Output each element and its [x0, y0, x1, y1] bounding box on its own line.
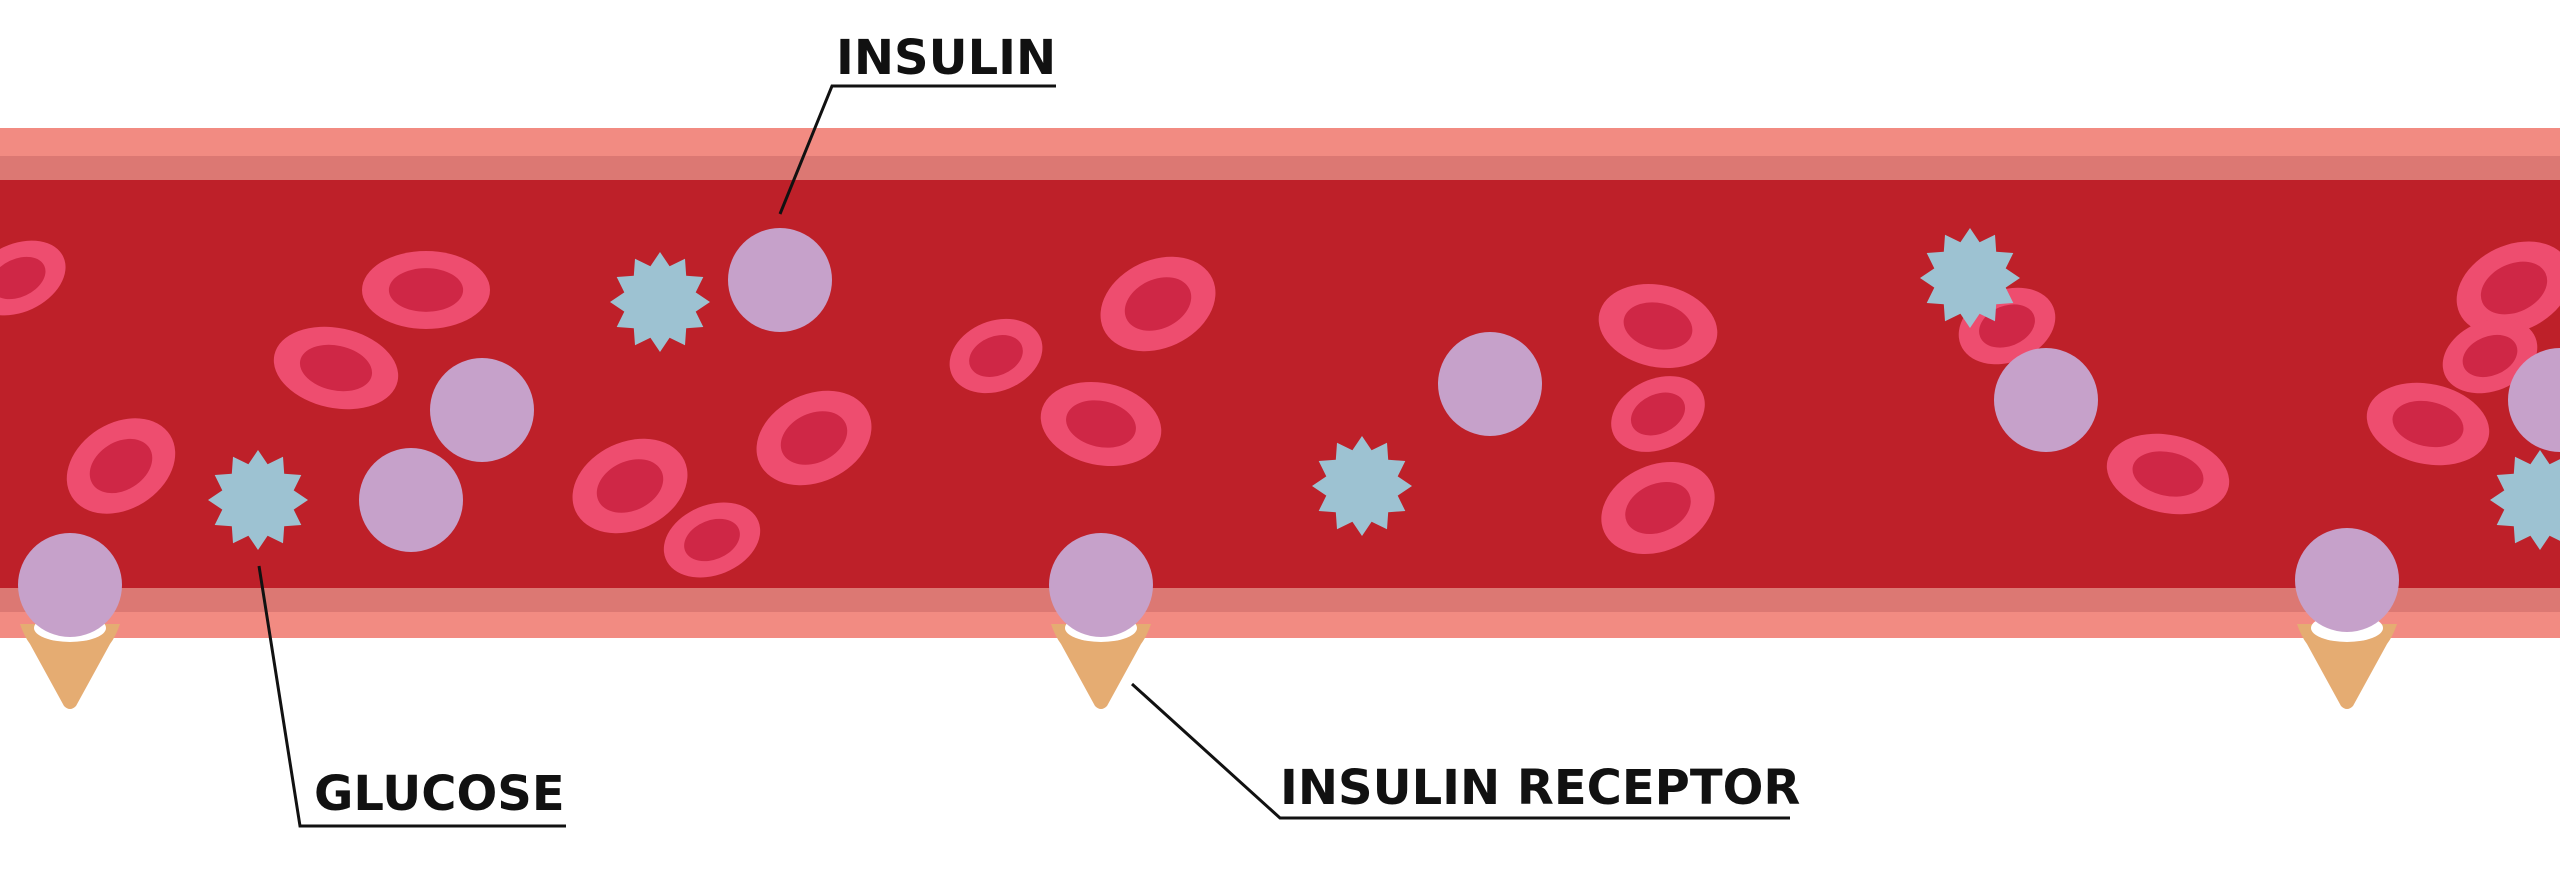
red-blood-cell-icon	[756, 390, 872, 486]
insulin-molecule-icon	[2508, 348, 2560, 452]
red-blood-cell-icon	[1611, 376, 1705, 452]
insulin-molecule-icon	[2295, 528, 2399, 632]
red-blood-cell-icon	[1598, 284, 1718, 368]
insulin-molecule-icon	[18, 533, 122, 637]
red-blood-cell-icon	[2106, 433, 2230, 515]
glucose-molecules	[208, 228, 2560, 550]
glucose-label: GLUCOSE	[314, 766, 565, 822]
glucose-molecule-icon	[610, 252, 710, 352]
insulin-receptor-leader-line	[1130, 682, 1790, 820]
red-blood-cell-icon	[66, 418, 176, 514]
leader-lines	[257, 84, 1790, 828]
red-blood-cell-icon	[949, 318, 1043, 394]
vessel-wall-bottom	[0, 612, 2560, 638]
vessel-wall-top-inner	[0, 156, 2560, 180]
red-blood-cell-icon	[663, 502, 761, 578]
red-blood-cell-icon	[2442, 318, 2538, 394]
glucose-leader-line	[257, 565, 566, 828]
glucose-molecule-icon	[1312, 436, 1412, 536]
red-blood-cell-icon	[2456, 241, 2560, 335]
insulin-molecules	[18, 228, 2560, 637]
insulin-molecule-icon	[1438, 332, 1542, 436]
red-blood-cell-icon	[273, 326, 399, 410]
red-blood-cell-icon	[362, 251, 490, 329]
red-blood-cell-icon	[2366, 382, 2490, 466]
insulin-label: INSULIN	[836, 30, 1056, 86]
insulin-molecule-icon	[728, 228, 832, 332]
red-blood-cell-icon	[0, 240, 66, 316]
insulin-molecule-icon	[1049, 533, 1153, 637]
glucose-molecule-icon	[2490, 450, 2560, 550]
insulin-leader-line	[778, 84, 1056, 215]
red-blood-cell-icon	[1040, 381, 1162, 467]
glucose-molecule-icon	[1920, 228, 2020, 328]
glucose-molecule-icon	[208, 450, 308, 550]
red-blood-cells	[0, 240, 2560, 578]
insulin-molecule-icon	[359, 448, 463, 552]
insulin-molecule-icon	[430, 358, 534, 462]
insulin-receptors	[20, 614, 2397, 709]
blood-vessel	[0, 128, 2560, 638]
insulin-molecule-icon	[1994, 348, 2098, 452]
vessel-wall-bottom-inner	[0, 588, 2560, 612]
red-blood-cell-icon	[1100, 256, 1216, 352]
red-blood-cell-icon	[572, 438, 688, 534]
insulin-receptor-label: INSULIN RECEPTOR	[1280, 760, 1800, 816]
red-blood-cell-icon	[1601, 461, 1715, 555]
